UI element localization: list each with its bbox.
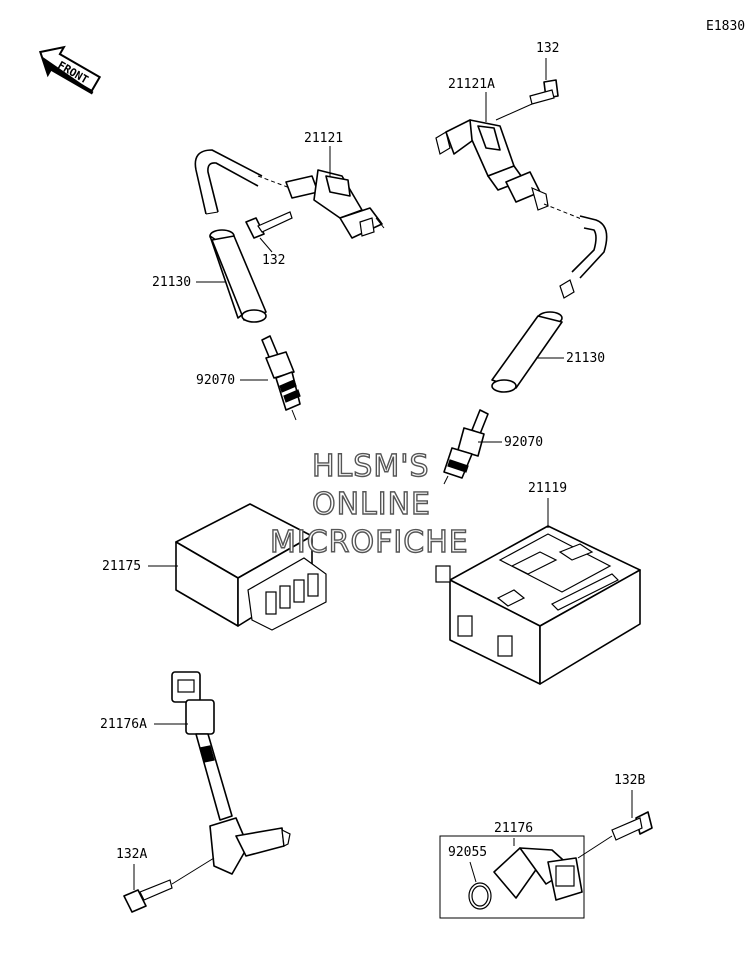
watermark-line-1: HLSM'S — [312, 449, 430, 484]
watermark-line-3: MICROFICHE — [270, 525, 469, 560]
sensor-21176-group — [439, 835, 585, 919]
front-arrow-icon: FRONT — [38, 45, 102, 95]
ignition-coil-right — [435, 119, 608, 299]
spark-plug-left — [261, 335, 301, 421]
bolt-132b — [611, 811, 653, 841]
ecu-21119 — [435, 525, 641, 685]
label-spark-plug-right: 92070 — [504, 435, 543, 450]
label-bolt-132b: 132B — [614, 773, 645, 788]
sensor-21176a — [171, 671, 291, 875]
label-bolt-132a: 132A — [116, 847, 147, 862]
bolt-left-coil — [245, 211, 293, 239]
label-sensor-21176: 21176 — [494, 821, 533, 836]
plug-cap-right — [491, 311, 563, 393]
label-ignition-coil-right: 21121A — [448, 77, 495, 92]
label-module-21175: 21175 — [102, 559, 141, 574]
label-ignition-coil-left: 21121 — [304, 131, 343, 146]
module-21175 — [175, 503, 327, 631]
label-spark-plug-left: 92070 — [196, 373, 235, 388]
label-bolt-top-right: 132 — [536, 41, 559, 56]
diagram-code: E1830 — [706, 19, 745, 34]
label-plug-cap-right: 21130 — [566, 351, 605, 366]
plug-cap-left — [209, 229, 267, 323]
label-bolt-left-coil: 132 — [262, 253, 285, 268]
bolt-132a — [123, 879, 173, 913]
label-oring-92055: 92055 — [448, 845, 487, 860]
watermark-line-2: ONLINE — [312, 487, 431, 522]
ignition-coil-left — [194, 149, 385, 239]
label-plug-cap-left: 21130 — [152, 275, 191, 290]
label-sensor-21176a: 21176A — [100, 717, 147, 732]
spark-plug-right — [443, 409, 489, 485]
bolt-top-right — [529, 79, 559, 105]
watermark: HLSM'S ONLINE MICROFICHE — [269, 448, 469, 560]
label-ecu-21119: 21119 — [528, 481, 567, 496]
